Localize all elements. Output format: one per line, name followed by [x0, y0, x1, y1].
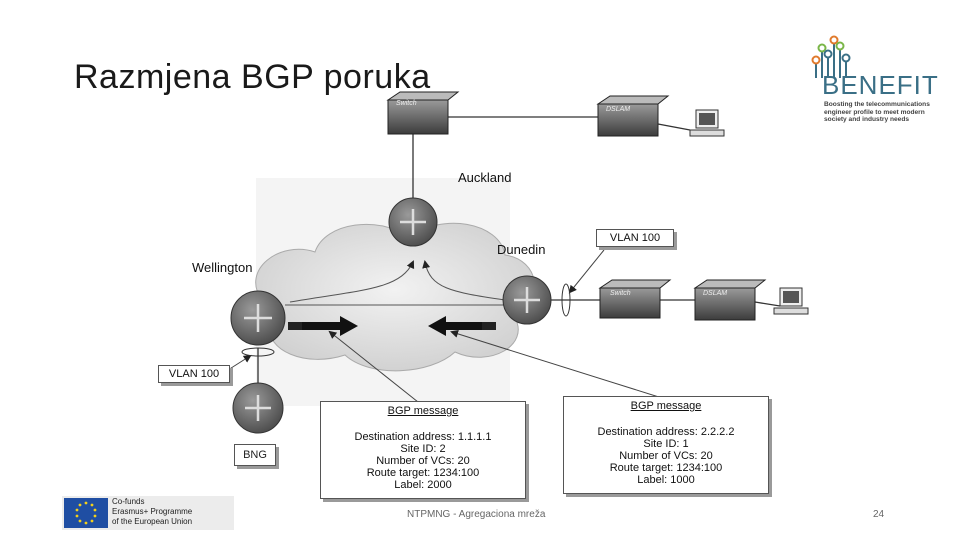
router-bng [232, 382, 284, 434]
pointer-right-msg [450, 329, 663, 399]
link-dslam-pc-top [657, 123, 691, 131]
switch-right-caption: Switch [610, 290, 631, 297]
vlan-label-top: VLAN 100 [596, 229, 674, 247]
bgp-left-line: Route target: 1234:100 [366, 467, 480, 479]
eu-badge-text: Co-funds Erasmus+ Programme of the Europ… [112, 497, 232, 527]
bgp-right-line: Route target: 1234:100 [609, 462, 723, 474]
eu-flag-badge [62, 496, 234, 530]
bgp-left-line: Label: 2000 [394, 479, 452, 491]
logo-wordmark: BENEFIT [822, 70, 939, 100]
benefit-logo [811, 35, 851, 78]
pointer-left-msg [328, 330, 419, 403]
bgp-message-left-title: BGP message [387, 405, 459, 417]
router-auckland [388, 197, 438, 247]
bgp-right-line: Label: 1000 [637, 474, 695, 486]
logo-tagline: Boosting the telecommunications engineer… [824, 101, 930, 124]
bgp-left-line: Number of VCs: 20 [376, 455, 470, 467]
page-number: 24 [873, 509, 885, 520]
label-dunedin: Dunedin [497, 242, 545, 257]
links [257, 116, 781, 385]
bgp-arrow-left [428, 316, 482, 336]
bgp-arrows [288, 316, 496, 336]
pointer-vlan-left [227, 354, 252, 371]
bgp-right-line: Number of VCs: 20 [619, 450, 713, 462]
eu-line-2: Erasmus+ Programme [112, 507, 193, 516]
bgp-right-line: Site ID: 1 [643, 438, 689, 450]
switch-top-caption: Switch [396, 100, 417, 107]
dslam-right-caption: DSLAM [703, 290, 728, 297]
link-dslam-pc-right [754, 301, 781, 307]
router-dunedin [502, 275, 552, 325]
bgp-right-line: Destination address: 2.2.2.2 [597, 426, 735, 438]
footer-text: NTPMNG - Agregaciona mreža [407, 509, 546, 520]
slide-title: Razmjena BGP poruka [74, 58, 431, 96]
dslam-right [693, 279, 767, 321]
bgp-message-right: BGP message Destination address: 2.2.2.2… [563, 396, 769, 494]
bng-label: BNG [234, 444, 276, 466]
pc-right [773, 287, 809, 315]
bgp-left-line: Destination address: 1.1.1.1 [354, 431, 492, 443]
vlan-marker-right [561, 283, 571, 317]
bgp-arrow-right [302, 316, 358, 336]
pointer-vlan-top [568, 249, 605, 294]
bgp-left-line: Site ID: 2 [400, 443, 446, 455]
switch-top [386, 91, 460, 135]
vlan-label-left: VLAN 100 [158, 365, 230, 383]
tunnel-right-stub [482, 322, 496, 330]
router-wellington [230, 290, 286, 346]
dslam-top [596, 95, 670, 137]
bgp-message-right-title: BGP message [630, 400, 702, 412]
switch-right [598, 279, 672, 319]
label-auckland: Auckland [458, 170, 511, 185]
vlan-marker-left [241, 347, 275, 357]
pc-top [689, 109, 725, 137]
dslam-top-caption: DSLAM [606, 106, 631, 113]
eu-line-1: Co-funds [112, 497, 145, 506]
core-paths [285, 260, 506, 306]
bgp-message-left: BGP message Destination address: 1.1.1.1… [320, 401, 526, 499]
eu-line-3: of the European Union [112, 517, 193, 526]
label-wellington: Wellington [192, 260, 252, 275]
tunnel-left-stub [288, 322, 302, 330]
